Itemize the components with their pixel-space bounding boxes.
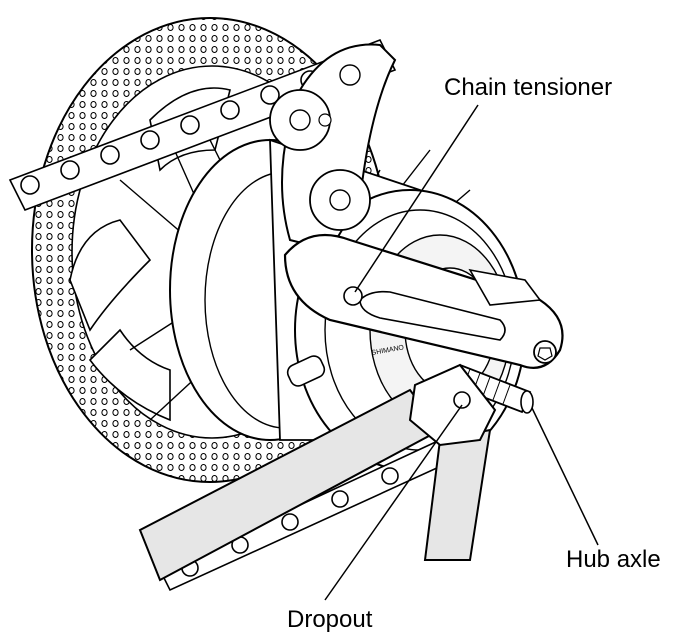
leader-lines — [324, 104, 599, 601]
leader-dropout — [324, 404, 463, 601]
label-dropout: Dropout — [287, 606, 373, 633]
tensioner-cage — [269, 43, 397, 252]
hub-axle — [286, 355, 534, 414]
tensioner-body — [283, 233, 564, 369]
dropout — [408, 363, 497, 447]
leader-hub-axle — [531, 407, 599, 546]
label-hub-axle: Hub axle — [566, 546, 661, 573]
label-chain-tensioner: Chain tensioner — [444, 74, 613, 101]
leader-chain-tensioner — [354, 104, 479, 293]
